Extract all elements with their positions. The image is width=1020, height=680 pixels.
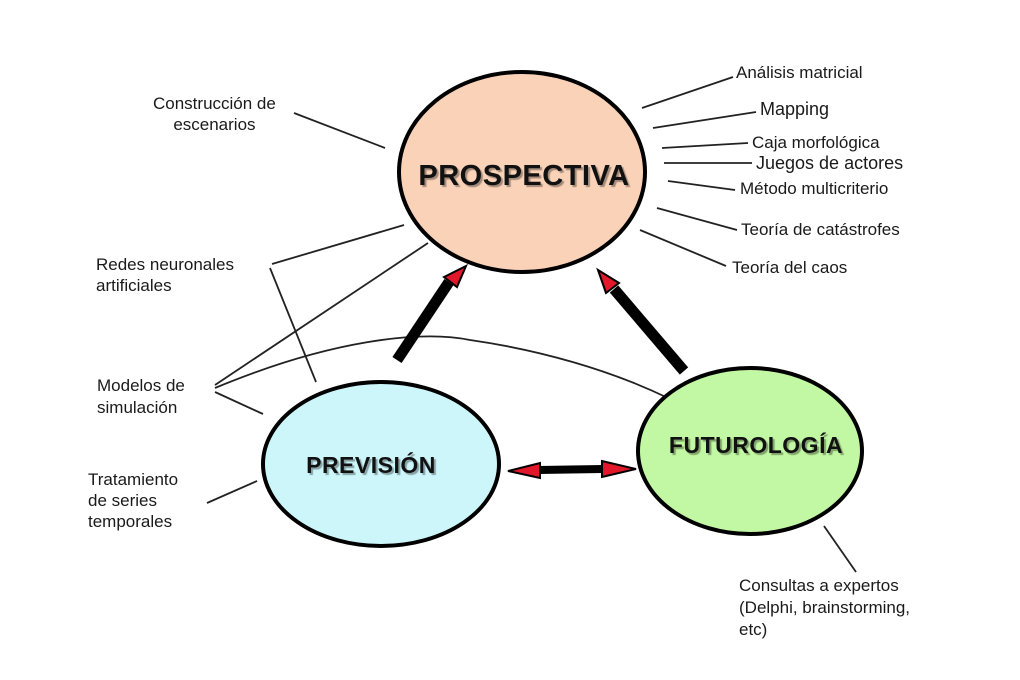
label-teoria-catastrofes: Teoría de catástrofes	[741, 220, 900, 239]
prevision-title: PREVISIÓN	[306, 452, 436, 478]
prospectiva-title: PROSPECTIVA	[418, 160, 630, 192]
connector-redes-prospectiva	[271, 224, 405, 265]
connector-catastrofes	[656, 207, 738, 231]
connector-consultas	[823, 525, 857, 573]
connector-caja	[661, 142, 749, 149]
label-mapping: Mapping	[760, 99, 830, 119]
arrow-prevision-to-prospectiva	[392, 263, 468, 364]
futurologia-title: FUTUROLOGÍA	[668, 432, 844, 458]
label-construccion-line-2: escenarios	[173, 115, 256, 134]
label-redes-line-2: artificiales	[96, 276, 172, 295]
label-caja-morfologica: Caja morfológica	[752, 133, 880, 152]
node-prospectiva	[397, 70, 647, 274]
label-consultas-line-3: etc)	[739, 620, 768, 639]
label-redes-neuronales: Redes neuronales artificiales	[96, 254, 234, 296]
arrow-futurologia-to-prospectiva	[596, 267, 689, 375]
connector-mapping	[652, 111, 757, 129]
connector-tratamiento	[206, 480, 258, 504]
connector-modelos-futurologia	[214, 335, 669, 399]
label-consultas-line-2: (Delphi, brainstorming,	[739, 598, 911, 617]
node-futurologia	[636, 366, 864, 536]
connector-redes-prevision	[269, 267, 317, 383]
label-tratamiento-line-2: de series	[88, 491, 157, 510]
label-redes-line-1: Redes neuronales	[96, 255, 234, 274]
connector-modelos-prevision	[214, 391, 264, 415]
connector-analisis	[641, 76, 734, 109]
node-prevision	[261, 380, 501, 548]
label-teoria-caos: Teoría del caos	[732, 258, 848, 277]
label-modelos-de-simulacion: Modelos de simulación	[97, 375, 185, 419]
label-construccion-line-1: Construcción de	[153, 94, 276, 113]
label-metodo-multicriterio: Método multicriterio	[740, 179, 889, 198]
connector-construccion	[293, 112, 386, 149]
label-tratamiento-line-3: temporales	[88, 512, 173, 531]
connector-caos	[639, 229, 727, 267]
label-analisis-matricial: Análisis matricial	[736, 63, 863, 82]
label-construccion-de-escenarios: Construcción de escenarios	[153, 93, 276, 135]
label-modelos-line-2: simulación	[97, 398, 178, 417]
label-tratamiento-series: Tratamiento de series temporales	[88, 469, 178, 532]
connector-lines	[206, 76, 857, 573]
label-tratamiento-line-1: Tratamiento	[88, 470, 179, 489]
arrow-prevision-futurologia	[507, 459, 637, 480]
connector-metodo	[667, 180, 736, 191]
label-modelos-line-1: Modelos de	[97, 376, 185, 395]
label-juegos-de-actores: Juegos de actores	[756, 153, 904, 173]
label-consultas-line-1: Consultas a expertos	[739, 576, 899, 595]
label-consultas-expertos: Consultas a expertos (Delphi, brainstorm…	[739, 575, 910, 641]
connector-modelos-prospectiva	[214, 242, 429, 386]
